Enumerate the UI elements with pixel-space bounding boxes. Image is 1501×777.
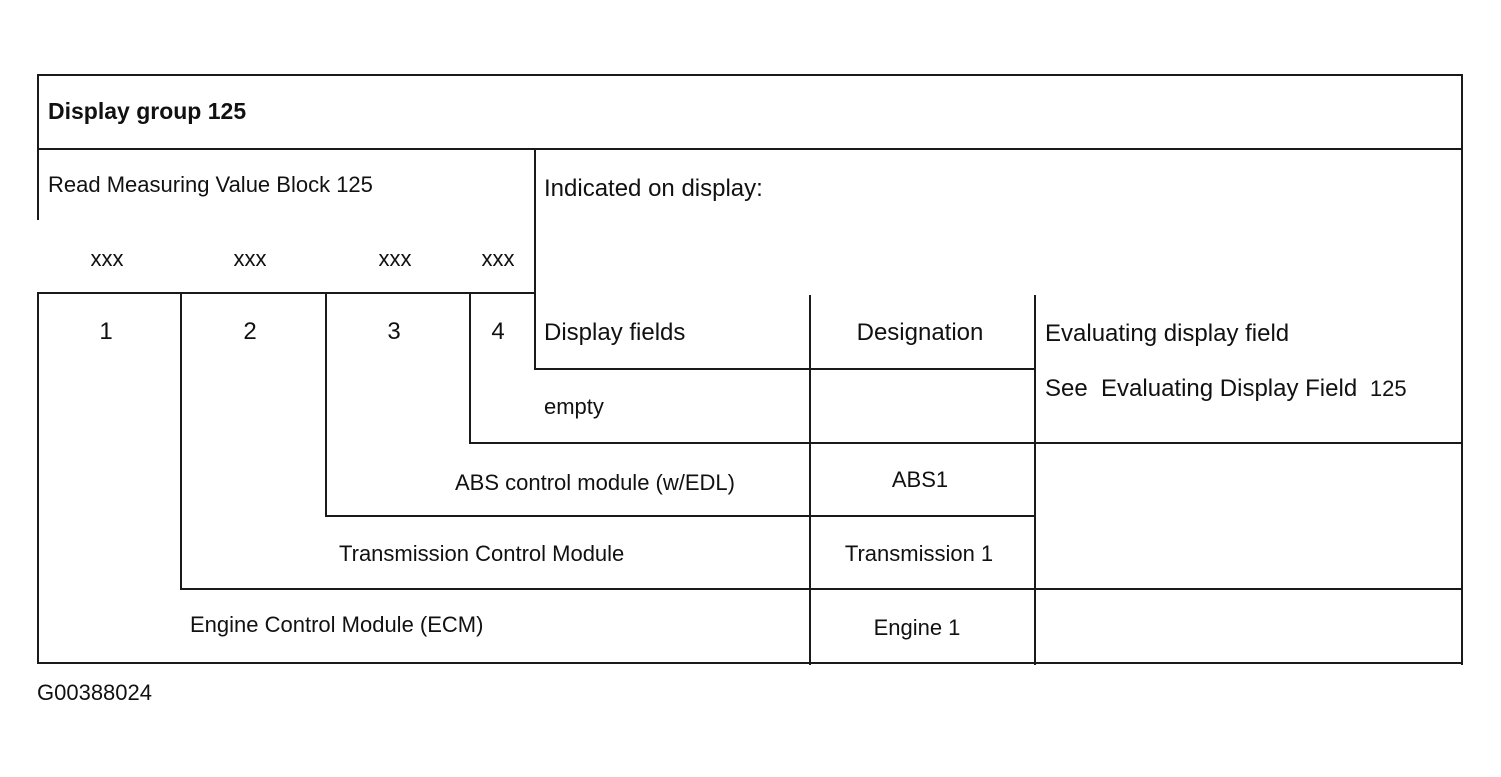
line-row-empty-bottom: [469, 442, 1463, 444]
line-header-bottom: [534, 368, 1036, 370]
line-col-2: [180, 292, 182, 589]
line-left-lower: [37, 292, 39, 663]
line-right: [1461, 74, 1463, 665]
line-under-title: [37, 148, 1463, 150]
line-designation-right: [1034, 295, 1036, 665]
placeholder-3: xxx: [378, 246, 412, 271]
row-field-empty: empty: [544, 394, 604, 419]
row-designation-tcm: Transmission 1: [844, 541, 994, 566]
row-field-tcm: Transmission Control Module: [339, 541, 625, 566]
read-block-label: Read Measuring Value Block 125: [48, 172, 373, 197]
field-number-2: 2: [243, 318, 257, 345]
line-designation-left: [809, 295, 811, 665]
row-field-ecm: Engine Control Module (ECM): [190, 612, 484, 637]
see-reference: See Evaluating Display Field 125: [1045, 377, 1407, 401]
line-row-tcm-bottom: [180, 588, 1463, 590]
row-designation-abs: ABS1: [891, 467, 949, 492]
line-col-4: [469, 292, 471, 444]
line-col-3: [325, 292, 327, 517]
placeholder-1: xxx: [90, 246, 124, 271]
see-reference-text: See Evaluating Display Field: [1045, 375, 1358, 402]
see-reference-number: 125: [1369, 376, 1407, 401]
line-row-abs-bottom: [325, 515, 1036, 517]
line-read-divider: [534, 148, 536, 370]
display-fields-header: Display fields: [544, 319, 686, 346]
line-left-upper: [37, 74, 39, 220]
line-top: [37, 74, 1463, 76]
row-field-abs: ABS control module (w/EDL): [455, 470, 735, 495]
indicated-on-display-label: Indicated on display:: [544, 175, 763, 202]
display-group-title: Display group 125: [48, 98, 247, 124]
placeholder-4: xxx: [481, 246, 515, 271]
field-number-3: 3: [387, 318, 401, 345]
figure-id: G00388024: [37, 680, 152, 705]
row-designation-ecm: Engine 1: [873, 615, 961, 640]
line-bottom: [37, 662, 1463, 664]
placeholder-2: xxx: [233, 246, 267, 271]
field-number-1: 1: [99, 318, 113, 345]
evaluating-header: Evaluating display field: [1045, 320, 1290, 347]
designation-header: Designation: [856, 319, 984, 346]
field-number-4: 4: [491, 318, 505, 345]
line-fields-top: [37, 292, 536, 294]
